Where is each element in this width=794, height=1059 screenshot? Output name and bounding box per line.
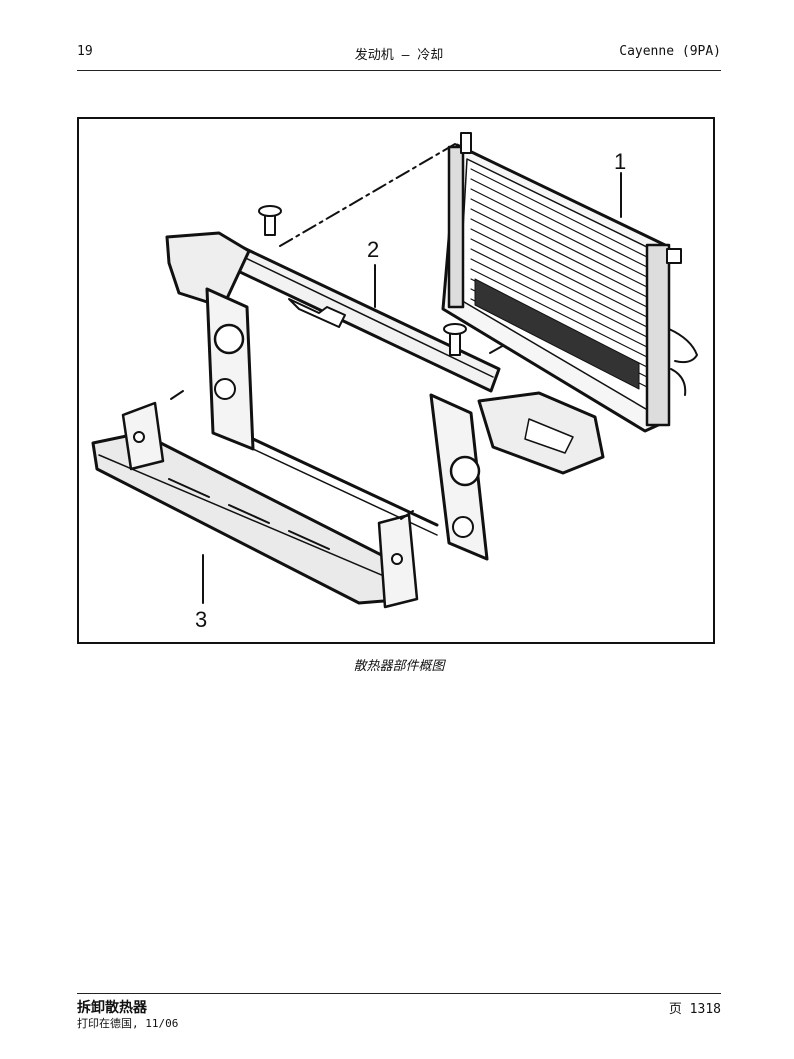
header-model: Cayenne (9PA) bbox=[619, 44, 721, 59]
header-page-number: 19 bbox=[77, 44, 93, 59]
radiator-carrier-part bbox=[165, 205, 605, 561]
radiator-components-figure: 1 2 3 bbox=[77, 117, 715, 644]
callout-2: 2 bbox=[367, 237, 380, 262]
page-header: 19 发动机 — 冷却 Cayenne (9PA) bbox=[77, 40, 721, 64]
header-rule bbox=[77, 70, 721, 71]
header-title: 发动机 — 冷却 bbox=[354, 48, 444, 63]
figure-caption: 散热器部件概图 bbox=[353, 659, 445, 674]
footer-rule bbox=[77, 993, 721, 994]
callout-3: 3 bbox=[195, 607, 208, 632]
alignment-line-upper bbox=[279, 143, 456, 247]
exploded-view-drawing bbox=[91, 132, 698, 609]
footer-print-info: 打印在德国, 11/06 bbox=[77, 1017, 179, 1030]
radiator-part bbox=[441, 132, 698, 433]
footer-page-number: 页 1318 bbox=[668, 1002, 721, 1017]
callout-1: 1 bbox=[614, 149, 627, 174]
footer-section-title: 拆卸散热器 bbox=[77, 1000, 147, 1016]
bumper-crossmember-part bbox=[91, 390, 419, 609]
